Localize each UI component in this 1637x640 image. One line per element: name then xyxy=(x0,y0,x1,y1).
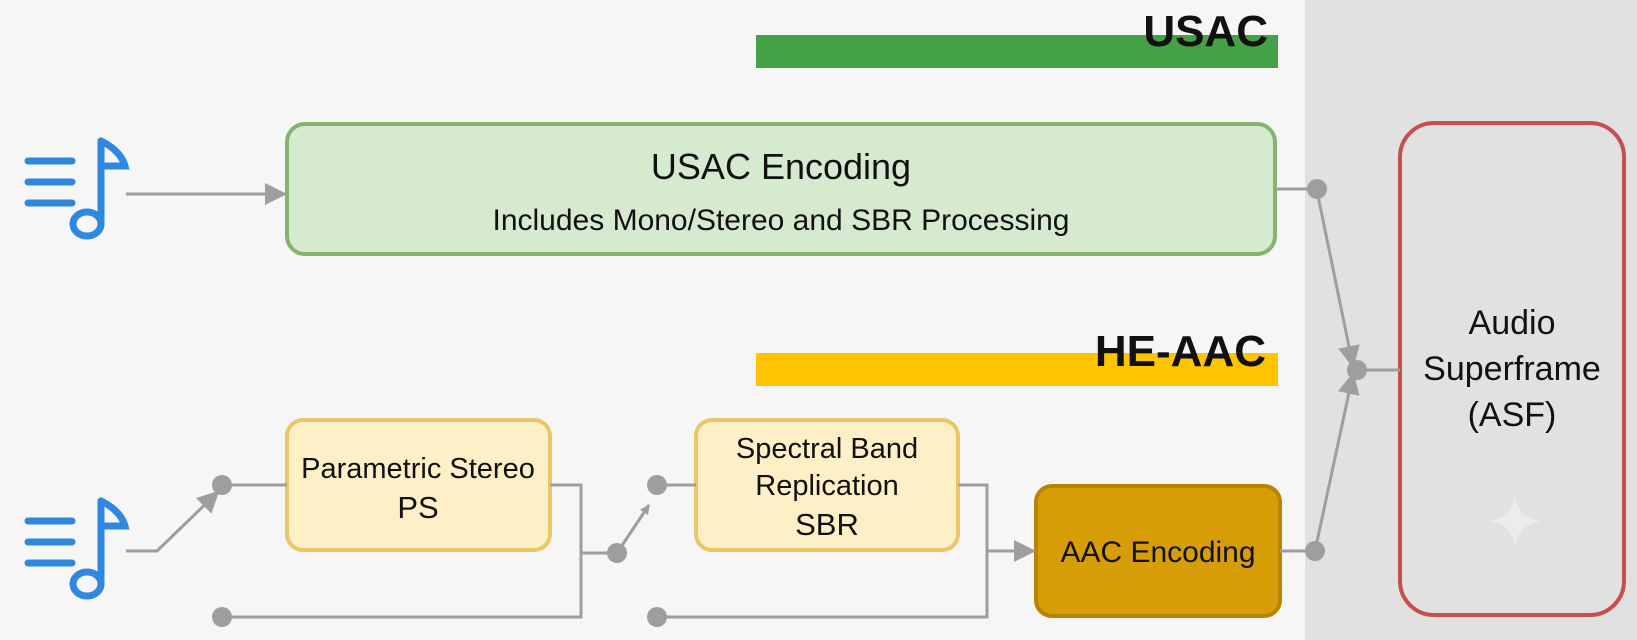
switch-node xyxy=(647,607,667,627)
switch-node xyxy=(212,607,232,627)
sbr-box: Spectral Band Replication SBR xyxy=(694,418,960,552)
junction-node xyxy=(1305,541,1325,561)
usac-encoding-box: USAC Encoding Includes Mono/Stereo and S… xyxy=(285,122,1277,256)
asf-label-line3: (ASF) xyxy=(1468,396,1557,434)
aac-encoding-box: AAC Encoding xyxy=(1034,484,1282,618)
junction-node xyxy=(1307,179,1327,199)
sparkle-icon xyxy=(1489,495,1541,547)
connector-nodes xyxy=(212,179,1367,627)
usac-bar xyxy=(756,35,1278,68)
sbr-label-line2: Replication xyxy=(755,470,898,502)
heaac-title: HE-AAC xyxy=(1095,327,1266,376)
music-note-icon xyxy=(24,497,130,600)
sbr-label-line1: Spectral Band xyxy=(736,433,918,465)
usac-title: USAC xyxy=(1143,7,1268,56)
right-panel xyxy=(1305,0,1637,640)
heaac-connectors xyxy=(126,187,1400,619)
switch-node xyxy=(647,475,667,495)
usac-encoding-title: USAC Encoding xyxy=(651,146,911,187)
parametric-stereo-box: Parametric Stereo PS xyxy=(285,418,552,552)
music-note-icon xyxy=(24,137,130,240)
asf-label-line2: Superframe xyxy=(1423,350,1601,388)
switch-node xyxy=(212,475,232,495)
heaac-bar xyxy=(756,353,1278,386)
asf-label-line1: Audio xyxy=(1469,304,1556,342)
usac-encoding-subtitle: Includes Mono/Stereo and SBR Processing xyxy=(493,204,1070,237)
ps-label-line2: PS xyxy=(397,490,438,525)
sbr-label-line3: SBR xyxy=(795,507,859,542)
junction-node xyxy=(607,543,627,563)
aac-encoding-label: AAC Encoding xyxy=(1060,536,1255,569)
merge-node xyxy=(1347,360,1367,380)
ps-label-line1: Parametric Stereo xyxy=(301,453,535,485)
